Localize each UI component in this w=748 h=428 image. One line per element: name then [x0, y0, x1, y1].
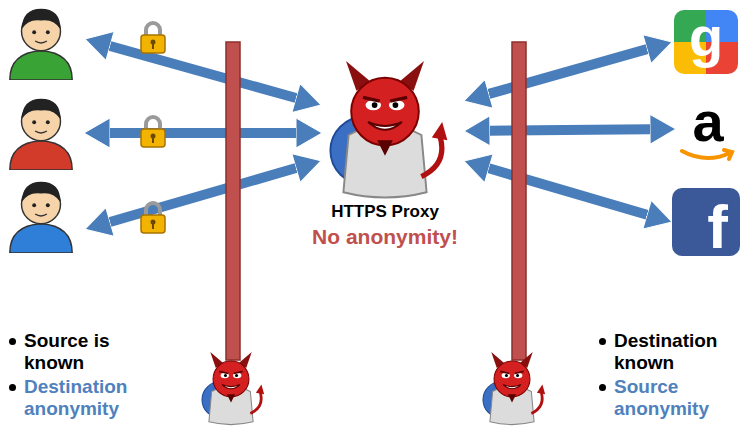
user-icon: [10, 99, 72, 170]
proxy-node: HTTPS ProxyNo anonymity!: [306, 56, 464, 254]
observer-bar: [226, 42, 240, 360]
lock-icon: [141, 203, 165, 233]
user-icon: [10, 9, 72, 80]
node-text: No anonymity!: [312, 223, 458, 250]
node-text: a: [692, 94, 723, 150]
user-icon: [10, 182, 72, 253]
node-text: f: [707, 196, 728, 258]
attacker-icon: [202, 352, 264, 425]
observer-bar: [512, 42, 526, 360]
node-text: HTTPS Proxy: [331, 201, 439, 223]
bullet-note: Destination known: [596, 330, 744, 374]
google-logo: g: [672, 8, 740, 76]
lock-icon: [141, 117, 165, 147]
lock-icon: [141, 23, 165, 53]
bullet-note: Destination anonymity: [6, 376, 148, 420]
proxy-icon: [320, 56, 450, 201]
attacker-icon: [483, 352, 545, 425]
bullet-note: Source anonymity: [596, 376, 744, 420]
client-arrows: [110, 46, 296, 222]
node-text: g: [689, 9, 723, 65]
bullet-note: Source is known: [6, 330, 148, 374]
amazon-smile: [676, 148, 740, 164]
amazon-logo: a: [676, 94, 740, 164]
facebook-logo: f: [672, 188, 740, 256]
